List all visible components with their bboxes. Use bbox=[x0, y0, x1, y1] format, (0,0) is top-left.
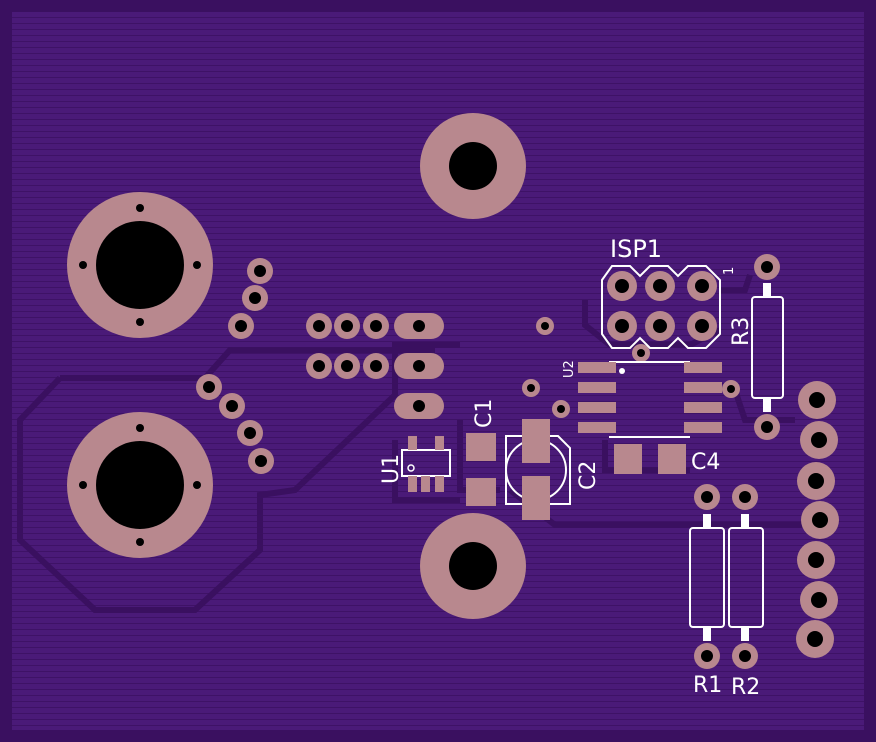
mounting-hole-top bbox=[420, 113, 526, 219]
trace-u2-right bbox=[732, 389, 795, 423]
u1-chip bbox=[401, 436, 451, 492]
r1-label: R1 bbox=[693, 673, 722, 698]
u2-chip bbox=[578, 361, 722, 438]
r2-resistor bbox=[728, 484, 764, 669]
u1-label: U1 bbox=[379, 454, 404, 484]
r3-resistor bbox=[751, 254, 784, 440]
isp1-header bbox=[601, 265, 721, 349]
right-connector bbox=[796, 381, 839, 658]
c1-capacitor bbox=[466, 433, 496, 506]
c1-label: C1 bbox=[472, 399, 497, 428]
u2-label: U2 bbox=[562, 360, 577, 378]
trace-isp-right bbox=[720, 274, 753, 293]
trace-top-left bbox=[60, 347, 435, 381]
jack-pad-bottom bbox=[67, 412, 213, 558]
vias bbox=[522, 317, 740, 418]
r2-label: R2 bbox=[731, 675, 760, 700]
trace-u1 bbox=[392, 440, 460, 503]
switch-pads bbox=[306, 313, 444, 419]
trace-outline-left bbox=[17, 342, 460, 613]
c2-capacitor bbox=[505, 419, 571, 520]
isp1-label: ISP1 bbox=[610, 235, 662, 263]
r3-label: R3 bbox=[729, 317, 754, 346]
isp1-pin1-label: 1 bbox=[722, 267, 737, 275]
c2-label: C2 bbox=[576, 461, 601, 490]
jack-pins bbox=[196, 258, 274, 474]
c4-capacitor bbox=[614, 444, 686, 474]
mounting-hole-bottom bbox=[420, 513, 526, 619]
c4-label: C4 bbox=[691, 450, 720, 475]
r1-resistor bbox=[689, 484, 725, 669]
jack-pad-top bbox=[67, 192, 213, 338]
